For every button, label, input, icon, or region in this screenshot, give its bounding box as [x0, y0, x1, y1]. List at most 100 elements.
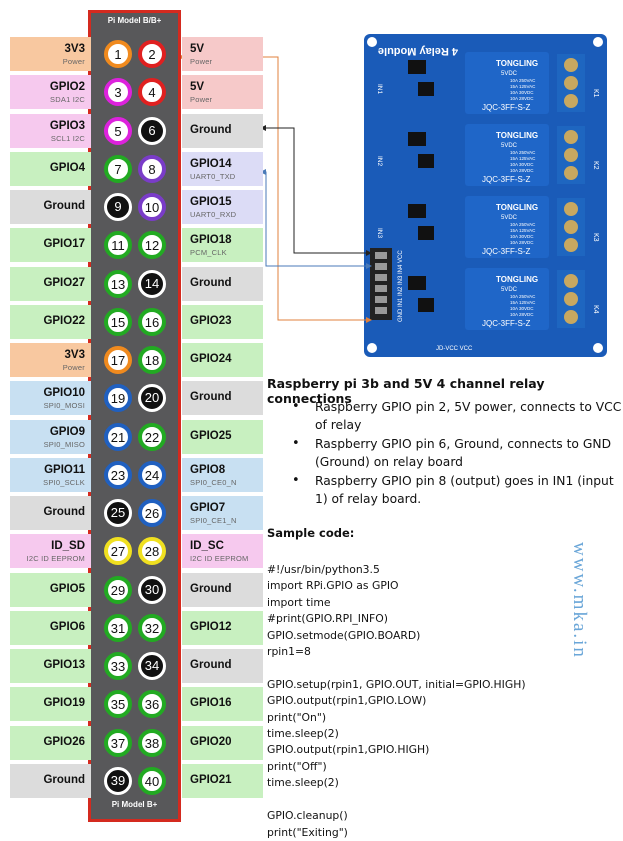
relay-rating: 10A 30VDC [510, 306, 534, 311]
pin-label-left: GPIO27 [10, 266, 91, 301]
header-pin [375, 252, 387, 259]
pin-name: GPIO14 [190, 157, 232, 170]
pin-26: 26 [138, 499, 166, 527]
pin-label-right: GPIO21 [182, 763, 263, 798]
pin-name: GPIO5 [49, 582, 85, 595]
pin-36: 36 [138, 690, 166, 719]
terminal-screw [564, 58, 578, 72]
pin-label-right: GPIO25 [182, 419, 263, 454]
pin-name: GPIO15 [190, 196, 232, 208]
optocoupler [408, 132, 426, 146]
mount-hole [367, 343, 377, 353]
relay-brand: TONGLING [496, 275, 538, 284]
pin-label-left: Ground [10, 763, 91, 798]
pin-name: GPIO10 [43, 387, 85, 400]
pin-label-left: GPIO6 [10, 610, 91, 645]
relay-output-label: K2 [592, 161, 599, 170]
pin-name: GPIO11 [44, 463, 85, 476]
pin-32: 32 [138, 613, 166, 642]
pin-24: 24 [138, 460, 166, 489]
mount-hole [367, 37, 377, 47]
relay-2 [465, 124, 549, 186]
pin-name: GPIO25 [190, 429, 232, 442]
pin-name: 5V [190, 43, 205, 55]
relay-output-label: K1 [592, 89, 599, 98]
pin-name: ID_SC [190, 540, 224, 553]
pin-5: 5 [104, 116, 132, 145]
pin-27: 27 [104, 537, 132, 566]
relay-rating: 10A 250VAC [510, 222, 536, 227]
wire-ground [264, 127, 366, 254]
relay-rating: 10A 28VDC [510, 96, 534, 101]
connection-item: Raspberry GPIO pin 2, 5V power, connects… [292, 398, 622, 434]
pin-9: 9 [104, 193, 132, 221]
pin-name: GPIO18 [190, 234, 232, 247]
relay-output-label: K3 [592, 233, 599, 242]
pin-6: 6 [138, 116, 166, 145]
pin-function: I2C ID EEPROM [26, 554, 85, 564]
pin-function: Power [62, 363, 85, 372]
pin-label-left: GPIO22 [10, 304, 91, 339]
header-pin [375, 263, 387, 270]
relay-rating: 10A 30VDC [510, 162, 534, 167]
pin-name: GPIO4 [49, 161, 85, 174]
pin-label-left: Ground [10, 496, 91, 530]
terminal-screw [564, 148, 578, 162]
terminal-screw [564, 76, 578, 90]
pin-label-right: GPIO16 [182, 687, 263, 722]
pin-function: Power [62, 57, 85, 66]
relay-rating: 10A 250VAC [510, 150, 536, 155]
header-bottom-title: Pi Model B+ [111, 800, 158, 809]
pin-name: GPIO17 [43, 238, 85, 251]
pin-2: 2 [138, 40, 166, 68]
pin-37: 37 [104, 728, 132, 757]
header-pin [375, 307, 387, 314]
relay-rating: 15A 125VAC [510, 156, 536, 161]
relay-voltage: 5VDC [501, 287, 518, 293]
terminal-screw [564, 292, 578, 306]
wire-arrow [366, 263, 372, 269]
pin-label-left: GPIO13 [10, 649, 91, 683]
pin-15: 15 [104, 307, 132, 336]
pin-33: 33 [104, 652, 132, 680]
pin-8: 8 [138, 154, 166, 183]
pin-name: Ground [190, 391, 232, 404]
pin-4: 4 [138, 78, 166, 107]
pin-label-left: GPIO5 [10, 572, 91, 607]
pin-name: Ground [43, 200, 85, 212]
optocoupler [408, 204, 426, 218]
pin-28: 28 [138, 537, 166, 566]
terminal-screw [564, 130, 578, 144]
jd-vcc-label: JD-VCC VCC [436, 346, 473, 352]
pin-name: GPIO2 [49, 81, 85, 94]
relay-voltage: 5VDC [501, 143, 518, 149]
pin-10: 10 [138, 193, 166, 221]
relay-rating: 10A 250VAC [510, 294, 536, 299]
pin-13: 13 [104, 269, 132, 298]
pin-name: GPIO22 [43, 314, 85, 327]
pin-name: GPIO20 [190, 735, 232, 748]
transistor [418, 154, 434, 168]
wire-arrow [366, 317, 372, 323]
relay-model: JQC-3FF-S-Z [482, 175, 531, 184]
pin-name: GPIO23 [190, 314, 232, 327]
pin-name: 3V3 [64, 43, 85, 55]
terminal-screw [564, 274, 578, 288]
pin-name: GPIO26 [43, 735, 85, 748]
relay-rating: 10A 30VDC [510, 234, 534, 239]
pin-12: 12 [138, 231, 166, 260]
relay-rating: 15A 125VAC [510, 300, 536, 305]
pin-34: 34 [138, 652, 166, 680]
relay-brand: TONGLING [496, 59, 538, 68]
terminal-screw [564, 310, 578, 324]
optocoupler [408, 60, 426, 74]
pin-function: SPI0_CE1_N [190, 516, 237, 525]
relay-module-title: 4 Relay Module [378, 45, 458, 57]
relay-voltage: 5VDC [501, 71, 518, 77]
